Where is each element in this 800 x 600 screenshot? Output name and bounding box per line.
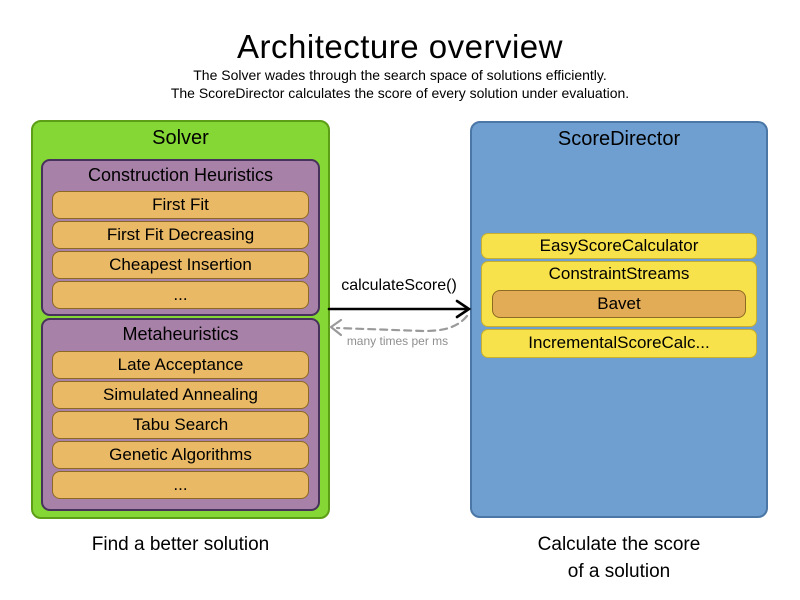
metaheuristics-group: Metaheuristics Late Acceptance Simulated… [41,318,320,511]
heuristic-item-more: ... [52,281,309,309]
score-director-caption: Calculate the score of a solution [470,531,768,585]
score-director-box: ScoreDirector EasyScoreCalculator Constr… [470,121,768,518]
easy-score-calculator-box: EasyScoreCalculator [481,233,757,259]
constraint-streams-label: ConstraintStreams [548,264,690,283]
solver-caption: Find a better solution [91,534,270,555]
bavet-box: Bavet [492,290,746,318]
many-times-label: many times per ms [346,334,449,348]
solver-title: Solver [152,127,209,149]
calculate-score-arrow [327,299,472,319]
heuristic-item: Cheapest Insertion [52,251,309,279]
metaheuristic-item-more: ... [52,471,309,499]
calculate-score-label: calculateScore() [341,277,457,294]
subtitle-line-2: The ScoreDirector calculates the score o… [170,85,630,101]
construction-heuristics-title: Construction Heuristics [87,165,274,185]
incremental-score-calculator-box: IncrementalScoreCalc... [481,329,757,358]
metaheuristic-item: Genetic Algorithms [52,441,309,469]
heuristic-item: First Fit [52,191,309,219]
calculate-score-arrows [327,299,472,337]
metaheuristic-item: Tabu Search [52,411,309,439]
heuristic-item: First Fit Decreasing [52,221,309,249]
metaheuristic-item: Simulated Annealing [52,381,309,409]
score-director-title: ScoreDirector [557,128,681,150]
subtitle-line-1: The Solver wades through the search spac… [193,67,607,83]
page-title: Architecture overview [237,28,563,65]
score-director-caption-line-1: Calculate the score [537,534,701,555]
score-director-caption-line-2: of a solution [567,561,671,582]
return-arrow [329,314,469,337]
metaheuristics-title: Metaheuristics [122,324,239,344]
construction-heuristics-group: Construction Heuristics First Fit First … [41,159,320,316]
metaheuristic-item: Late Acceptance [52,351,309,379]
constraint-streams-box: ConstraintStreams Bavet [481,261,757,327]
solver-box: Solver Construction Heuristics First Fit… [31,120,330,519]
